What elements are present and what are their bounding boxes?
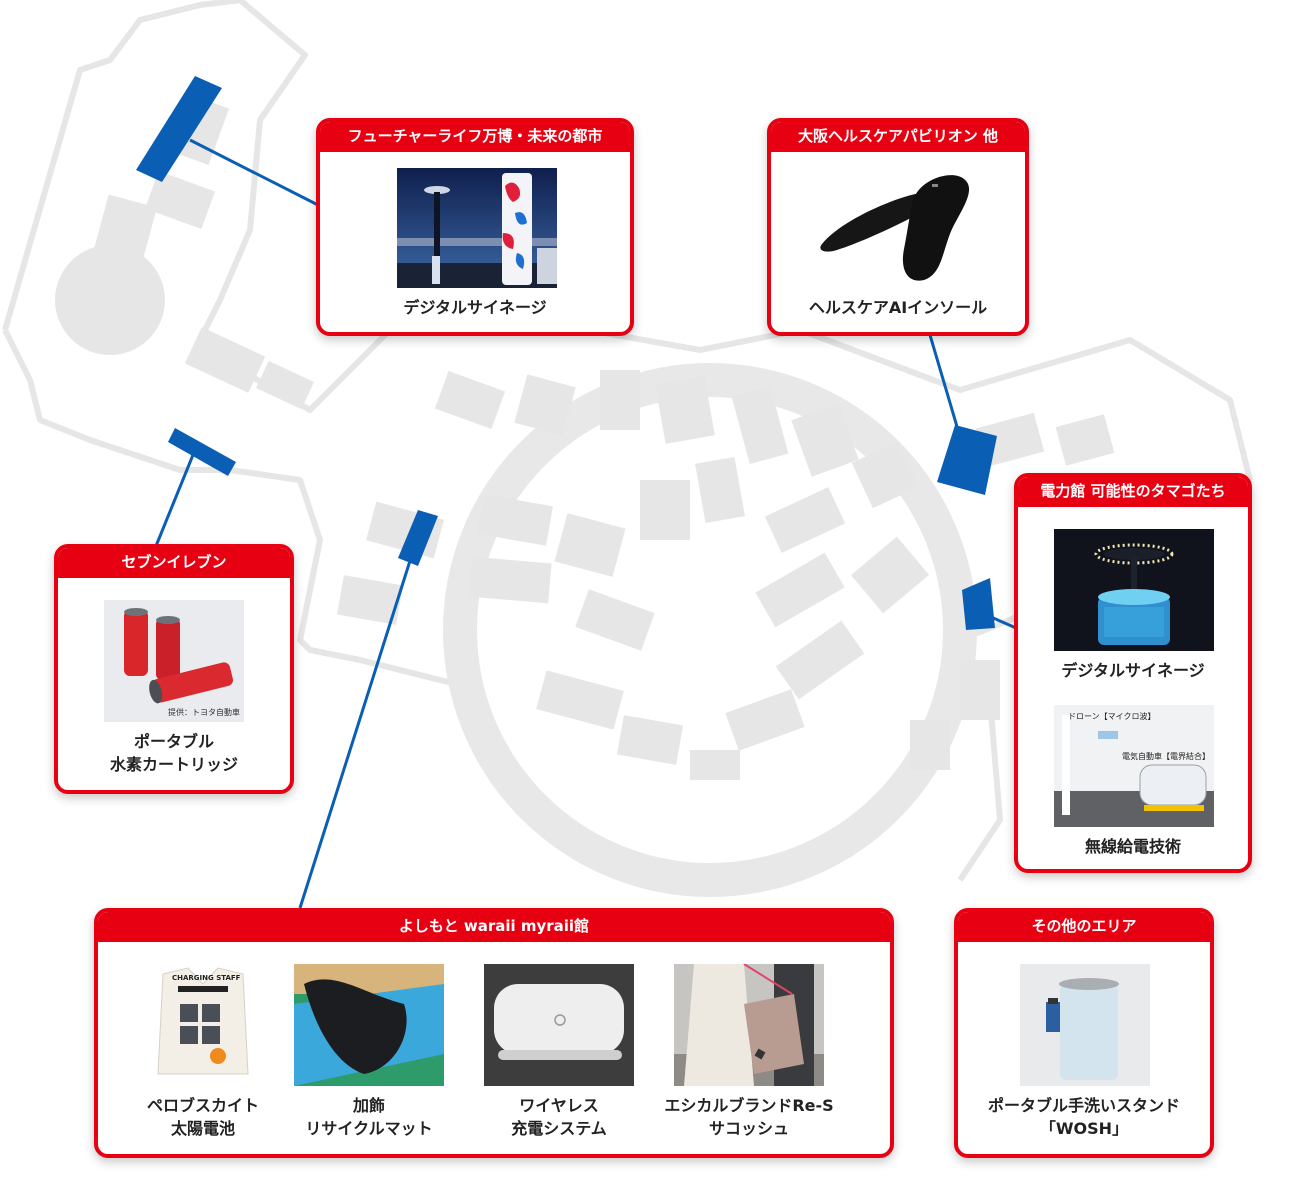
item-wireless-power: 無線給電技術: [1018, 835, 1248, 858]
item-insole: ヘルスケアAIインソール: [771, 296, 1025, 319]
perovskite-vest-photo[interactable]: CHARGING STAFF: [128, 964, 278, 1086]
marker-denryokukan: [962, 578, 995, 630]
wosh-photo[interactable]: [1020, 964, 1150, 1086]
card-title: よしもと waraii myraii館: [98, 912, 890, 942]
marker-seven-eleven: [168, 428, 236, 476]
item-caption: ヘルスケアAIインソール: [808, 298, 988, 317]
item-caption-line2: サコッシュ: [708, 1119, 789, 1138]
item-caption: 無線給電技術: [1084, 837, 1181, 856]
marker-future-life: [136, 76, 222, 182]
card-title: 電力館 可能性のタマゴたち: [1018, 477, 1248, 507]
item-caption-line2: 太陽電池: [170, 1119, 235, 1138]
item-sacoche: エシカルブランドRe-S サコッシュ: [659, 1094, 839, 1140]
hydrogen-cartridge-photo[interactable]: 提供：トヨタ自動車: [104, 600, 244, 722]
item-hydrogen-cartridge: ポータブル 水素カートリッジ: [58, 730, 290, 776]
item-caption-line1: ポータブル手洗いスタンド: [987, 1096, 1180, 1115]
card-title: 大阪ヘルスケアパビリオン 他: [771, 122, 1025, 152]
vest-label: CHARGING STAFF: [172, 974, 241, 982]
card-denryokukan: 電力館 可能性のタマゴたち デジタルサイネージ ドローン【マイクロ波】 電気自動…: [1014, 473, 1252, 873]
card-title: フューチャーライフ万博・未来の都市: [320, 122, 630, 152]
item-caption: デジタルサイネージ: [1061, 661, 1205, 680]
marker-osaka-health: [937, 425, 997, 495]
card-other-area: その他のエリア ポータブル手洗いスタンド 「WOSH」: [954, 908, 1214, 1158]
wireless-charger-photo[interactable]: [484, 964, 634, 1086]
insole-photo[interactable]: [812, 164, 987, 289]
item-caption-line1: ペロブスカイト: [146, 1096, 259, 1115]
item-caption-line1: ポータブル: [133, 732, 214, 751]
wireless-power-diagram[interactable]: ドローン【マイクロ波】 電気自動車【電界結合】: [1054, 705, 1214, 827]
item-caption-line2: 「WOSH」: [1039, 1119, 1129, 1138]
item-caption-line2: リサイクルマット: [305, 1119, 433, 1138]
item-caption: デジタルサイネージ: [403, 298, 547, 317]
pavilion-markers: [136, 76, 997, 630]
item-caption-line1: ワイヤレス: [519, 1096, 599, 1115]
card-osaka-health: 大阪ヘルスケアパビリオン 他 ヘルスケアAIインソール: [767, 118, 1029, 336]
marker-yoshimoto: [398, 510, 438, 566]
recycle-mat-photo[interactable]: [294, 964, 444, 1086]
card-yoshimoto: よしもと waraii myraii館 CHARGING STAFF ペロブスカ…: [94, 908, 894, 1158]
card-title: その他のエリア: [958, 912, 1210, 942]
item-digital-signage: デジタルサイネージ: [320, 296, 630, 319]
map-buildings: [55, 94, 1115, 780]
grand-ring: [443, 363, 977, 897]
item-digital-signage: デジタルサイネージ: [1018, 659, 1248, 682]
egg-signage-photo[interactable]: [1054, 529, 1214, 651]
item-caption-line1: エシカルブランドRe-S: [664, 1096, 834, 1115]
photo-credit: 提供：トヨタ自動車: [168, 708, 240, 717]
diagram-label-drone: ドローン【マイクロ波】: [1068, 712, 1156, 721]
item-recycle-mat: 加飾 リサイクルマット: [279, 1094, 459, 1140]
diagram-label-ev: 電気自動車【電界結合】: [1122, 752, 1210, 761]
card-title: セブンイレブン: [58, 548, 290, 578]
digital-signage-photo[interactable]: [397, 168, 557, 288]
item-wosh: ポータブル手洗いスタンド 「WOSH」: [958, 1094, 1210, 1140]
card-future-life: フューチャーライフ万博・未来の都市 デジタルサイネージ: [316, 118, 634, 336]
item-wireless-charger: ワイヤレス 充電システム: [469, 1094, 649, 1140]
card-seven-eleven: セブンイレブン 提供：トヨタ自動車 ポータブル 水素カートリッジ: [54, 544, 294, 794]
item-caption-line2: 充電システム: [511, 1119, 607, 1138]
item-caption-line1: 加飾: [352, 1096, 385, 1115]
item-perovskite: ペロブスカイト 太陽電池: [113, 1094, 293, 1140]
item-caption-line2: 水素カートリッジ: [109, 755, 238, 774]
sacoche-photo[interactable]: [674, 964, 824, 1086]
